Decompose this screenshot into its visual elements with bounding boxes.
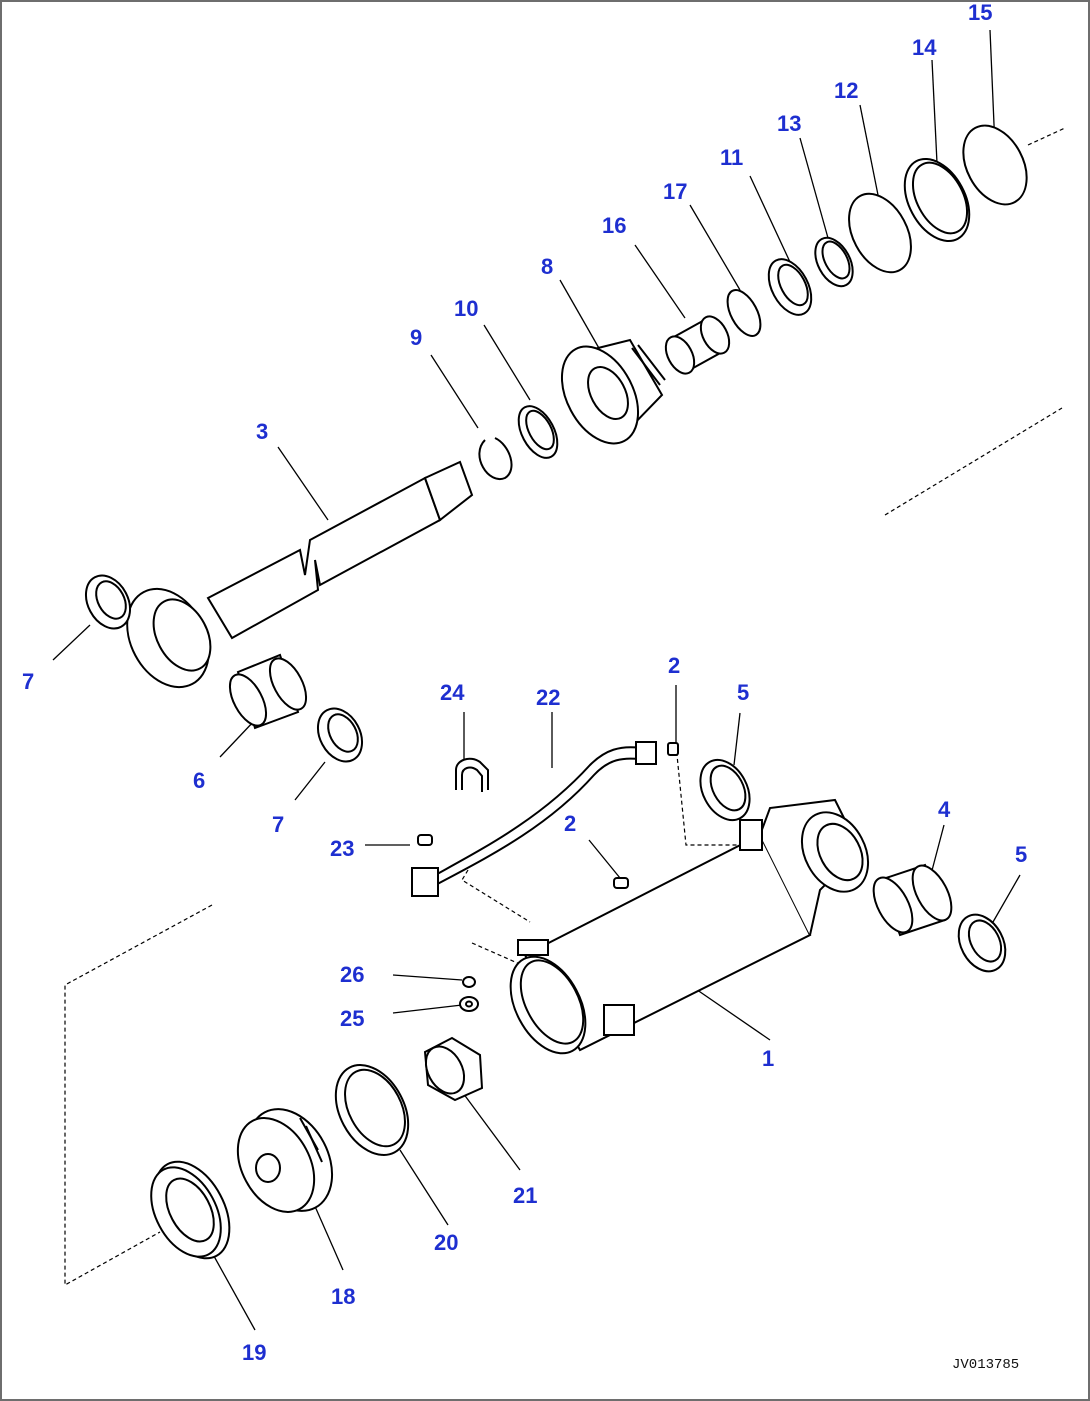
callout-25: 25 bbox=[340, 1006, 364, 1031]
callout-24: 24 bbox=[440, 680, 465, 705]
pipe-22 bbox=[411, 741, 657, 897]
callout-23: 23 bbox=[330, 836, 354, 861]
ring-15 bbox=[962, 124, 1028, 206]
callout-14: 14 bbox=[912, 35, 937, 60]
callout-4: 4 bbox=[938, 797, 951, 822]
drawing-code: JV013785 bbox=[952, 1357, 1019, 1373]
ring-14 bbox=[903, 157, 971, 243]
dust-seal-5-upper bbox=[699, 758, 751, 822]
nut-21 bbox=[423, 1036, 484, 1102]
collar-19 bbox=[150, 1160, 231, 1260]
callout-1: 1 bbox=[762, 1046, 774, 1071]
callout-3: 3 bbox=[256, 419, 268, 444]
callout-16: 16 bbox=[602, 213, 626, 238]
callout-19: 19 bbox=[242, 1340, 266, 1365]
callout-22: 22 bbox=[536, 685, 560, 710]
leader-lines bbox=[52, 29, 1021, 1331]
cylinder-1 bbox=[509, 798, 870, 1055]
bushing-6 bbox=[228, 653, 308, 730]
callout-13: 13 bbox=[777, 111, 801, 136]
bushing-16 bbox=[664, 315, 731, 375]
callout-21: 21 bbox=[513, 1183, 537, 1208]
snap-ring-17 bbox=[726, 289, 762, 337]
callout-10: 10 bbox=[454, 296, 478, 321]
snap-ring-9 bbox=[478, 437, 513, 481]
callout-5-upper: 5 bbox=[737, 680, 749, 705]
callout-26: 26 bbox=[340, 962, 364, 987]
callout-9: 9 bbox=[410, 325, 422, 350]
washer-26 bbox=[462, 976, 476, 988]
callout-11: 11 bbox=[720, 145, 743, 170]
ring-20 bbox=[334, 1064, 410, 1156]
callout-18: 18 bbox=[331, 1284, 355, 1309]
callout-17: 17 bbox=[663, 179, 687, 204]
rod-3 bbox=[126, 460, 474, 689]
ring-12 bbox=[848, 192, 912, 274]
seal-11 bbox=[767, 258, 813, 316]
dust-seal-7-upper bbox=[84, 574, 132, 630]
callout-7-lower: 7 bbox=[272, 812, 284, 837]
callout-6: 6 bbox=[193, 768, 205, 793]
callout-15: 15 bbox=[968, 0, 992, 25]
callout-5-lower: 5 bbox=[1015, 842, 1027, 867]
ring-13 bbox=[814, 236, 854, 288]
callout-2-lower: 2 bbox=[564, 811, 576, 836]
piston-18 bbox=[236, 1108, 334, 1213]
callout-20: 20 bbox=[434, 1230, 458, 1255]
dust-seal-7-lower bbox=[316, 707, 364, 763]
callout-8: 8 bbox=[541, 254, 553, 279]
head-8 bbox=[560, 338, 666, 445]
callout-12: 12 bbox=[834, 78, 858, 103]
u-bolt-24 bbox=[455, 757, 489, 792]
dust-seal-5-lower bbox=[957, 913, 1007, 973]
seal-10 bbox=[517, 405, 559, 459]
pin-23 bbox=[417, 834, 433, 846]
washer-25 bbox=[459, 996, 479, 1012]
bushing-4 bbox=[872, 863, 953, 937]
callout-2-upper: 2 bbox=[668, 653, 680, 678]
axis-lines bbox=[64, 127, 1066, 1287]
callout-7-upper: 7 bbox=[22, 669, 34, 694]
plug-2-upper bbox=[667, 742, 679, 756]
plug-2-lower bbox=[613, 877, 629, 889]
callout-labels: 15 14 12 13 11 17 16 8 10 9 3 7 6 7 24 2… bbox=[22, 0, 1027, 1365]
